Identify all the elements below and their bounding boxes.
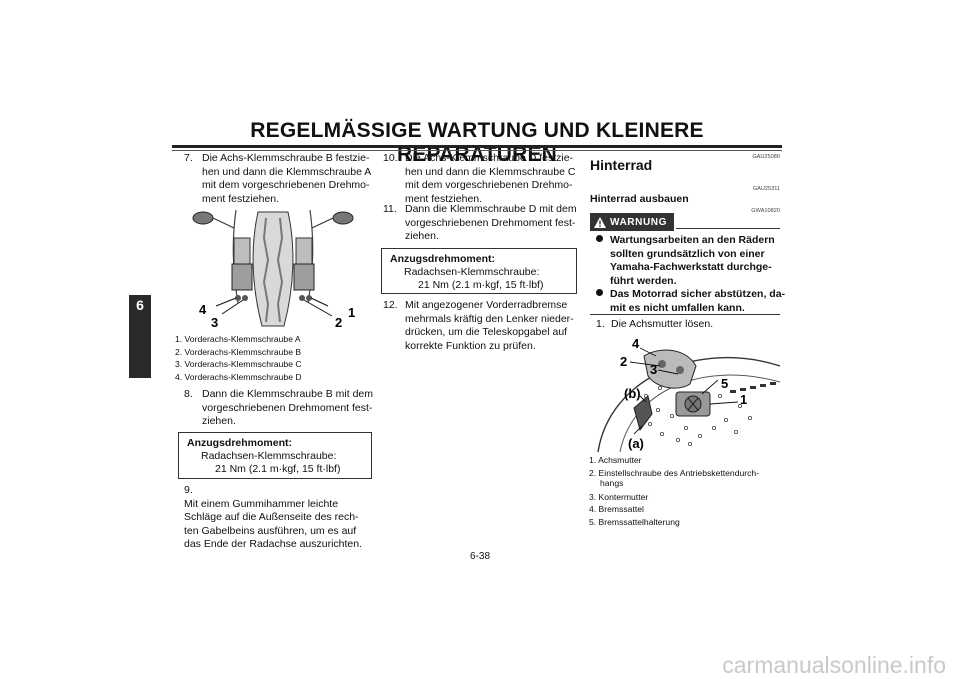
- warning-line: sollten grundsätzlich von einer: [610, 247, 765, 260]
- step-number: 7.: [184, 152, 193, 164]
- step-line: das Ende der Radachse auszurichten.: [184, 538, 363, 551]
- step-line: mit dem vorgeschriebenen Drehmo-: [202, 179, 370, 192]
- step-11: 11. Dann die Klemmschraube D mit dem vor…: [383, 203, 579, 244]
- warning-bottom-rule: [590, 314, 780, 315]
- torque-value: 21 Nm (2.1 m·kgf, 15 ft·lbf): [215, 463, 341, 475]
- torque-box-middle: Anzugsdrehmoment: Radachsen-Klemmschraub…: [381, 248, 577, 294]
- step-line: Die Achs-Klemmschraube D festzie-: [405, 152, 574, 164]
- page-title: REGELMÄSSIGE WARTUNG UND KLEINERE REPARA…: [250, 119, 704, 166]
- figure-captions-right: 1. Achsmutter 2. Einstellschraube des An…: [589, 454, 784, 529]
- step-line: drücken, um die Teleskopgabel auf: [405, 326, 568, 339]
- torque-heading: Anzugsdrehmoment:: [390, 253, 495, 265]
- step-line: Dann die Klemmschraube B mit dem: [202, 388, 373, 400]
- warning-label: WARNUNG: [610, 216, 667, 228]
- subsection-heading: Hinterrad ausbauen: [590, 193, 689, 205]
- figure-label: (a): [628, 436, 644, 451]
- figure-label: 1: [348, 305, 355, 320]
- step-line: ment festziehen.: [405, 192, 483, 205]
- step-line: hen und dann die Klemmschraube C: [405, 165, 576, 178]
- warning-line: führt werden.: [610, 274, 677, 287]
- step-line: ziehen.: [405, 230, 439, 243]
- figure-label: 4: [632, 336, 640, 351]
- step-line: Mit einem Gummihammer leichte: [184, 497, 339, 510]
- figure-label: 3: [650, 362, 657, 377]
- warning-list: Wartungsarbeiten an den Rädern sollten g…: [596, 234, 786, 316]
- step-line: korrekte Funktion zu prüfen.: [405, 339, 536, 352]
- bullet-icon: [596, 235, 603, 242]
- caption: 1. Achsmutter: [589, 455, 642, 465]
- caption: hangs: [600, 478, 624, 489]
- step-line: Die Achsmutter lösen.: [611, 318, 714, 330]
- caption: 1. Vorderachs-Klemmschraube A: [175, 334, 301, 344]
- torque-box-left: Anzugsdrehmoment: Radachsen-Klemmschraub…: [178, 432, 372, 479]
- warning-item: Das Motorrad sicher abstützen, da-: [596, 288, 786, 302]
- front-fork-figure: 4 3 1 2: [178, 208, 368, 330]
- figure-label: 2: [620, 354, 627, 369]
- bullet-icon: [596, 289, 603, 297]
- step-number: 11.: [383, 203, 397, 215]
- step-line: Mit angezogener Vorderradbremse: [405, 299, 568, 311]
- step-line: vorgeschriebenen Drehmoment fest-: [405, 216, 576, 229]
- step-line: Schläge auf die Außenseite des rech-: [184, 511, 359, 524]
- step-line: Die Achs-Klemmschraube B festzie-: [202, 152, 370, 164]
- step-line: mehrmals kräftig den Lenker nieder-: [405, 312, 574, 325]
- caption: 4. Bremssattel: [589, 504, 644, 515]
- step-line: ten Gabelbeins ausführen, um es auf: [184, 524, 357, 537]
- step-line: hen und dann die Klemmschraube A: [202, 165, 372, 178]
- chapter-tab: 6: [129, 295, 151, 378]
- step-number: 8.: [184, 388, 193, 400]
- step-7: 7. Die Achs-Klemmschraube B festzie- hen…: [184, 152, 374, 206]
- header-rule-thick: [172, 145, 782, 148]
- doc-code: GAU25311: [752, 186, 780, 192]
- warning-line: Yamaha-Fachwerkstatt durchge-: [610, 261, 772, 274]
- section-heading: Hinterrad: [590, 157, 653, 173]
- figure-label: 2: [335, 315, 342, 330]
- warning-code: GWA10820: [751, 208, 780, 214]
- step-line: vorgeschriebenen Drehmoment fest-: [202, 401, 373, 414]
- step-1: 1. Die Achsmutter lösen.: [596, 318, 786, 332]
- caption: 5. Bremssattelhalterung: [589, 516, 680, 527]
- figure-label: 3: [211, 315, 218, 330]
- warning-line: Das Motorrad sicher abstützen, da-: [610, 288, 786, 301]
- step-number: 9.: [184, 484, 193, 496]
- step-10: 10. Die Achs-Klemmschraube D festzie- he…: [383, 152, 579, 206]
- warning-line: mit es nicht umfallen kann.: [610, 301, 745, 314]
- torque-item: Radachsen-Klemmschraube:: [201, 450, 337, 462]
- figure-label: (b): [624, 386, 641, 401]
- caption: 2. Vorderachs-Klemmschraube B: [175, 346, 302, 357]
- figure-captions-left: 1. Vorderachs-Klemmschraube A 2. Vordera…: [175, 333, 375, 383]
- warning-line: Wartungsarbeiten an den Rädern: [610, 234, 775, 246]
- figure-label: 4: [199, 302, 207, 317]
- step-line: Dann die Klemmschraube D mit dem: [405, 203, 577, 215]
- step-9: 9. Mit einem Gummihammer leichte Schläge…: [184, 484, 380, 552]
- step-8: 8. Dann die Klemmschraube B mit dem vorg…: [184, 388, 374, 429]
- caption: 3. Kontermutter: [589, 491, 649, 502]
- torque-value: 21 Nm (2.1 m·kgf, 15 ft·lbf): [418, 279, 544, 291]
- header-rule-thin: [172, 150, 782, 151]
- warning-item: Wartungsarbeiten an den Rädern: [596, 234, 786, 248]
- warning-triangle-icon: [594, 216, 606, 228]
- watermark: carmanualsonline.info: [722, 652, 946, 678]
- step-line: ment festziehen.: [202, 192, 280, 205]
- caption: 4. Vorderachs-Klemmschraube D: [175, 371, 302, 382]
- step-line: ziehen.: [202, 415, 236, 428]
- rear-wheel-figure: 4 2 3 5 1 (b) (a): [590, 336, 780, 452]
- step-12: 12. Mit angezogener Vorderradbremse mehr…: [383, 299, 579, 353]
- step-number: 1.: [596, 318, 605, 330]
- step-line: mit dem vorgeschriebenen Drehmo-: [405, 179, 573, 192]
- step-number: 10.: [383, 152, 398, 164]
- figure-label: 5: [721, 376, 728, 391]
- figure-label: 1: [740, 392, 747, 407]
- warning-rule: [676, 228, 780, 229]
- caption: 3. Vorderachs-Klemmschraube C: [175, 359, 302, 370]
- warning-badge: WARNUNG: [590, 213, 674, 231]
- page-number: 6-38: [469, 551, 490, 562]
- doc-code: GAU25080: [752, 154, 780, 160]
- step-number: 12.: [383, 299, 398, 311]
- torque-item: Radachsen-Klemmschraube:: [404, 266, 540, 278]
- caption: 2. Einstellschraube des Antriebskettendu…: [589, 467, 760, 478]
- torque-heading: Anzugsdrehmoment:: [187, 437, 292, 449]
